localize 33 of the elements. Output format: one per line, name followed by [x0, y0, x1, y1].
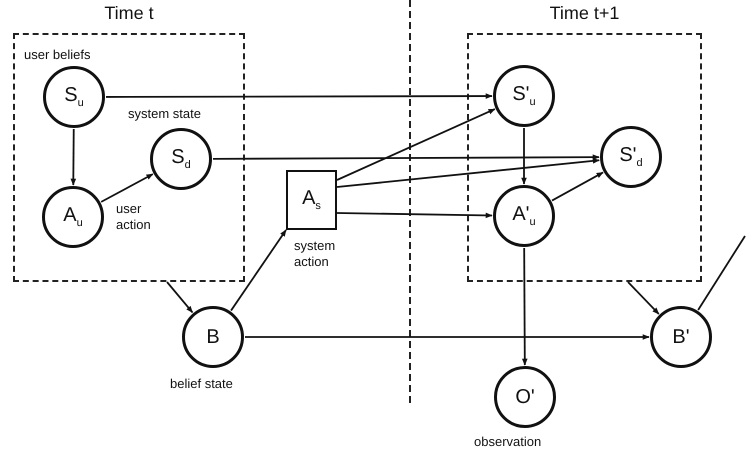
node-symbol: B': [672, 327, 690, 347]
node-caption: user action: [116, 201, 152, 234]
node-symbol: S$_{u}$: [64, 85, 84, 109]
arrow: [522, 248, 528, 366]
node-caption: system action: [294, 238, 336, 270]
node-caption: belief state: [170, 376, 234, 392]
arrow: [627, 281, 660, 315]
arrow: [336, 108, 496, 181]
node-symbol: A$_{s}$: [302, 188, 321, 212]
node-symbol: B: [206, 327, 220, 347]
node-symbol: S'$_{u}$: [512, 84, 536, 108]
arrow: [166, 281, 194, 314]
node-caption: observation: [474, 434, 542, 450]
arrow: [521, 128, 527, 185]
frame-heading: Time t: [103, 3, 155, 24]
arrow: [70, 129, 76, 186]
arrow: [336, 158, 600, 188]
node-symbol: S'$_{d}$: [619, 145, 643, 169]
node-symbol: O': [515, 387, 535, 407]
arrow: [245, 334, 650, 340]
arrow: [336, 212, 493, 218]
node-caption: system state: [128, 106, 202, 122]
node-symbol: S$_{d}$: [171, 147, 191, 171]
arrow: [213, 154, 600, 160]
action-box: [286, 170, 337, 230]
node-symbol: A'$_{u}$: [512, 204, 536, 228]
arrow: [106, 93, 493, 99]
arrow: [230, 229, 287, 312]
frame-heading: Time t+1: [548, 3, 620, 24]
arrow: [552, 172, 604, 202]
node-caption: user beliefs: [24, 47, 92, 64]
arrow: [100, 173, 154, 203]
node-symbol: A$_{u}$: [63, 205, 83, 229]
